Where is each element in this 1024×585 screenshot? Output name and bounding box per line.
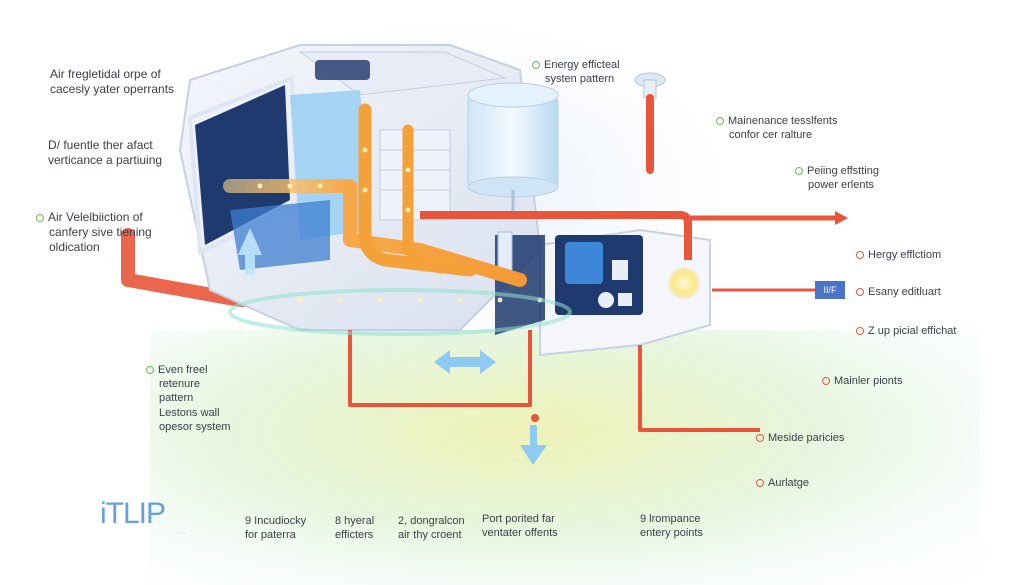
label-right-6: Aurlatge xyxy=(756,476,809,490)
right-arrow-icon xyxy=(835,211,848,225)
bidirectional-arrow-icon xyxy=(434,350,496,374)
control-dial-icon xyxy=(598,292,614,308)
orange-pipe-vertical-2 xyxy=(402,124,446,274)
label-right-2: Esany editluart xyxy=(856,285,941,299)
label-right-5: Meside paricies xyxy=(756,431,844,445)
airflow-glow-ring xyxy=(228,288,572,336)
orange-pipe-vertical-1 xyxy=(358,103,477,277)
label-left-3: Air Velelbiiction of canfery sive tienin… xyxy=(36,210,152,255)
water-tank-body xyxy=(467,94,559,191)
red-pipe-to-right-arrow xyxy=(420,211,692,260)
green-bullet-icon xyxy=(716,117,724,125)
navy-coil-panel xyxy=(195,85,290,245)
badge-label: II/F xyxy=(815,281,845,299)
red-bullet-icon xyxy=(856,327,864,335)
red-bullet-icon xyxy=(822,377,830,385)
label-top-2: Mainenance tesslfents confor cer ralture xyxy=(716,114,837,142)
red-bullet-icon xyxy=(856,288,864,296)
red-pipe-down-right xyxy=(638,345,760,432)
label-right-3: Z up picial effichat xyxy=(856,324,956,338)
green-bullet-icon xyxy=(146,366,154,374)
brand-logo: iTLIP xyxy=(100,497,166,530)
red-bullet-icon xyxy=(756,479,764,487)
bottom-glow-area xyxy=(150,330,980,585)
label-top-3: Peiing effstting power erlents xyxy=(795,164,879,192)
water-tank-top xyxy=(467,82,559,108)
label-top-1: Energy efficteal systen pattern xyxy=(532,58,620,86)
red-bullet-icon xyxy=(756,434,764,442)
brand-logo-sub: ...... xyxy=(178,530,187,536)
warm-bulb xyxy=(668,267,700,299)
down-arrow-icon xyxy=(520,425,547,465)
control-screen xyxy=(565,242,603,284)
green-bullet-icon xyxy=(795,167,803,175)
green-bullet-icon xyxy=(36,214,44,222)
label-right-1: Hergy efflctiom xyxy=(856,248,941,262)
airflow-up-arrow xyxy=(238,228,262,275)
filter-grid xyxy=(379,129,451,221)
label-right-4: Mainler pionts xyxy=(822,374,902,388)
orange-pipe-upper xyxy=(223,179,527,287)
top-vent-slot xyxy=(315,60,370,80)
red-bullet-icon xyxy=(856,251,864,259)
label-left-lower-1: Even freel retenure pattern xyxy=(146,363,208,405)
green-bullet-icon xyxy=(532,61,540,69)
red-return-loop xyxy=(348,330,532,407)
